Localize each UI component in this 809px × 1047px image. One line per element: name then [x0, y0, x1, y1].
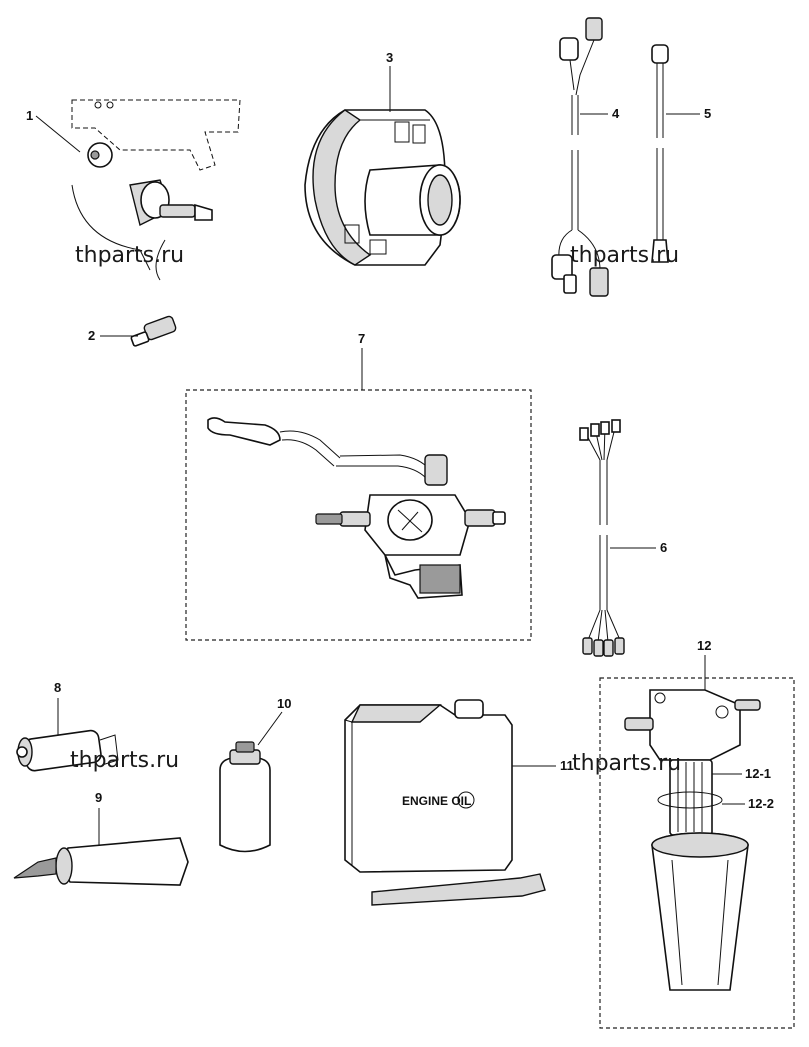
part-9-grease-tube [13, 837, 189, 886]
part-7-group-box [185, 389, 532, 641]
leader-10 [257, 711, 283, 746]
callout-6: 6 [660, 540, 667, 555]
part-3-cover [304, 109, 461, 266]
callout-12-2: 12-2 [748, 796, 774, 811]
watermark-3: thparts.ru [70, 748, 179, 773]
callout-10: 10 [277, 696, 291, 711]
part-8-tube [16, 729, 119, 772]
leader-1 [35, 115, 81, 153]
callout-12-1: 12-1 [745, 766, 771, 781]
callout-4: 4 [612, 106, 620, 121]
callout-1: 1 [26, 108, 33, 123]
oil-label: ENGINE OIL [402, 794, 471, 808]
callout-2: 2 [88, 328, 95, 343]
watermark-4: thparts.ru [572, 751, 681, 776]
part-1-engine-fitting [71, 99, 241, 281]
callout-11: 11 [560, 758, 574, 773]
part-2-plug [130, 315, 177, 347]
callout-7: 7 [358, 331, 365, 346]
callout-3: 3 [386, 50, 393, 65]
callout-12: 12 [697, 638, 711, 653]
watermark-1: thparts.ru [75, 243, 184, 268]
part-12-fuel-filter [624, 689, 761, 991]
watermark-2: thparts.ru [570, 243, 679, 268]
part-7-fuel-pump [207, 417, 506, 599]
part-4-harness [551, 17, 609, 297]
callout-5: 5 [704, 106, 711, 121]
part-6-multi-wire [579, 419, 625, 657]
part-11-oil-can: ENGINE OIL [344, 699, 546, 906]
callout-9: 9 [95, 790, 102, 805]
callout-8: 8 [54, 680, 61, 695]
part-10-bottle [219, 741, 271, 853]
part-5-wire [651, 44, 669, 263]
part-12-group-box [599, 677, 795, 1029]
